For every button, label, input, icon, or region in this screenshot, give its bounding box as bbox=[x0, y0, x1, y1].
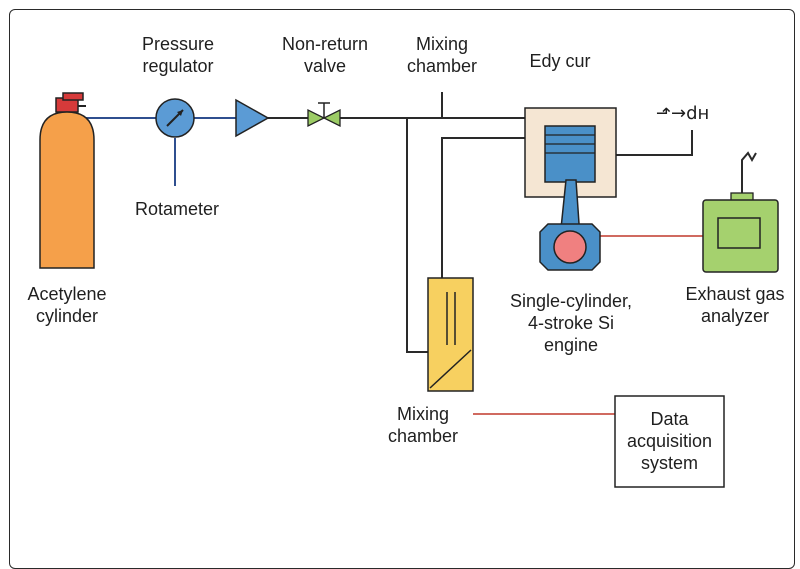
pipe-mixer-to-engine bbox=[441, 137, 525, 278]
label-mixing-chamber-top: Mixing chamber bbox=[392, 33, 492, 77]
signal-line-group bbox=[473, 235, 703, 415]
label-acetylene-cylinder: Acetylene cylinder bbox=[14, 283, 120, 327]
label-line: Non-return bbox=[281, 34, 369, 54]
pipe-to-mixer-left bbox=[406, 118, 428, 353]
label-line: Exhaust gas bbox=[685, 284, 785, 304]
label-exhaust-gas-analyzer: Exhaust gas analyzer bbox=[672, 283, 798, 327]
label-non-return-valve: Non-return valve bbox=[263, 33, 387, 77]
label-mixing-chamber-bottom: Mixing chamber bbox=[373, 403, 473, 447]
label-line: Single-cylinder, bbox=[509, 291, 633, 311]
acetylene-cylinder-icon bbox=[39, 92, 95, 269]
pressure-regulator-icon bbox=[235, 98, 270, 138]
label-line: regulator bbox=[142, 56, 214, 76]
label-line: Mixing bbox=[396, 404, 449, 424]
label-line: chamber bbox=[387, 426, 459, 446]
label-data-acquisition: Data acquisition system bbox=[615, 408, 724, 474]
label-line: system bbox=[640, 453, 698, 473]
label-edy-cur: Edy cur bbox=[529, 51, 591, 71]
label-line: 4-stroke Si bbox=[527, 313, 615, 333]
schematic bbox=[39, 92, 779, 488]
label-line: cylinder bbox=[35, 306, 99, 326]
dyno-symbol: ⬏→dн bbox=[656, 103, 710, 124]
label-line: chamber bbox=[406, 56, 478, 76]
label-pressure-regulator: Pressure regulator bbox=[128, 33, 228, 77]
gas-line-group bbox=[84, 117, 236, 186]
label-rotameter: Rotameter bbox=[134, 199, 220, 219]
label-line: Mixing bbox=[415, 34, 468, 54]
label-line: Pressure bbox=[141, 34, 215, 54]
label-line: analyzer bbox=[700, 306, 770, 326]
mixing-chamber-icon bbox=[427, 277, 474, 392]
label-line: Data bbox=[650, 409, 689, 429]
label-line: acquisition bbox=[626, 431, 713, 451]
pipe-group bbox=[268, 92, 757, 353]
exhaust-gas-analyzer-icon bbox=[702, 192, 779, 273]
label-engine: Single-cylinder, 4-stroke Si engine bbox=[500, 290, 642, 356]
label-line: Acetylene bbox=[27, 284, 107, 304]
label-line: valve bbox=[303, 56, 347, 76]
engine-icon bbox=[524, 107, 617, 271]
analyzer-probe bbox=[741, 151, 757, 193]
label-line: engine bbox=[543, 335, 599, 355]
data-acquisition-box bbox=[614, 395, 725, 488]
non-return-valve-icon bbox=[307, 102, 341, 128]
rotameter-gauge-icon bbox=[155, 98, 195, 138]
pipe-to-dyno bbox=[616, 130, 693, 156]
